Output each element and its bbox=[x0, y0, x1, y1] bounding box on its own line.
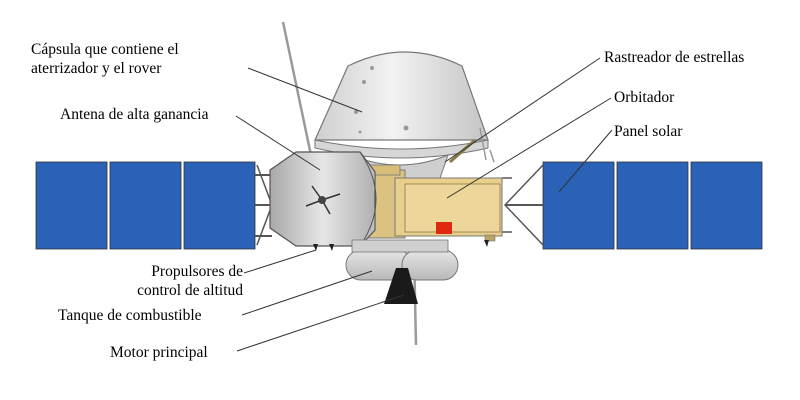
leader-solar-panel bbox=[558, 129, 613, 193]
leader-star-tracker bbox=[444, 57, 601, 163]
fuel-tanks bbox=[345, 239, 459, 281]
label-thrusters: Propulsores de control de altitud bbox=[100, 262, 243, 300]
flag bbox=[436, 222, 452, 234]
solar-cell bbox=[690, 161, 763, 250]
label-antenna: Antena de alta ganancia bbox=[60, 106, 209, 123]
label-capsule-line1: Cápsula que contiene el bbox=[31, 41, 179, 58]
solar-cell bbox=[35, 161, 108, 250]
leader-orbiter bbox=[446, 97, 612, 199]
leader-main-engine bbox=[236, 294, 405, 352]
label-capsule-line2: aterrizador y el rover bbox=[31, 60, 162, 77]
leader-capsule bbox=[247, 67, 363, 113]
leader-fuel-tank bbox=[241, 270, 373, 316]
antenna-rod bbox=[281, 21, 314, 161]
label-thrusters-line2: control de altitud bbox=[137, 282, 243, 299]
label-thrusters-line1: Propulsores de bbox=[151, 263, 243, 280]
leader-antenna bbox=[235, 115, 321, 171]
right-solar-array bbox=[502, 161, 763, 250]
solar-cell bbox=[542, 161, 615, 250]
leader-lines bbox=[235, 57, 613, 352]
solar-cell bbox=[109, 161, 182, 250]
label-solar-panel: Panel solar bbox=[614, 123, 683, 140]
solar-cell bbox=[183, 161, 256, 250]
label-orbiter: Orbitador bbox=[614, 89, 675, 106]
orbiter-body bbox=[329, 164, 503, 242]
label-star-tracker: Rastreador de estrellas bbox=[604, 49, 745, 66]
label-main-engine: Motor principal bbox=[110, 344, 208, 361]
solar-cell bbox=[616, 161, 689, 250]
leader-thrusters bbox=[243, 249, 317, 274]
label-fuel-tank: Tanque de combustible bbox=[58, 307, 202, 324]
left-solar-array bbox=[35, 161, 273, 250]
main-engine bbox=[384, 268, 418, 304]
star-tracker bbox=[449, 138, 476, 164]
label-capsule: Cápsula que contiene el aterrizador y el… bbox=[31, 40, 179, 78]
high-gain-antenna bbox=[269, 151, 377, 247]
